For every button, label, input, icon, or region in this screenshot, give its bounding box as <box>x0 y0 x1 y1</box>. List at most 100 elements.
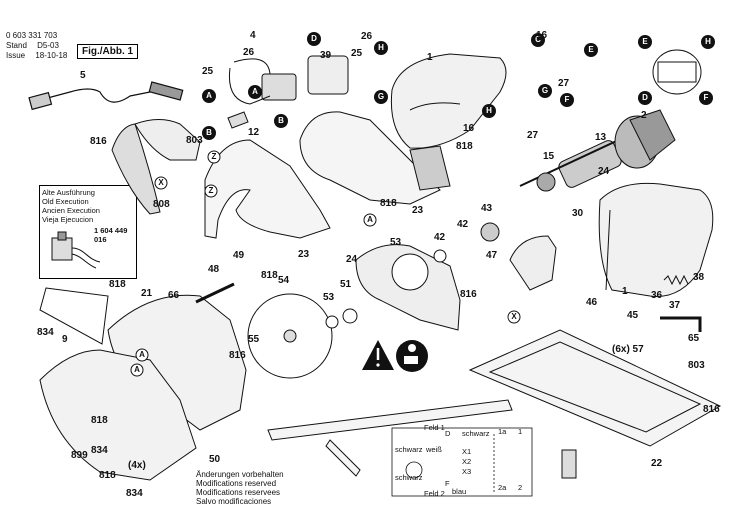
pn-26-b: 25 <box>351 48 363 59</box>
wiring-2a: 2a <box>498 483 507 492</box>
grease-tube <box>561 449 577 479</box>
note-es: Salvo modificaciones <box>196 497 272 506</box>
marker-X2: X <box>507 310 521 324</box>
pn-40: 45 <box>627 310 639 321</box>
svg-text:X: X <box>158 178 164 187</box>
callout-B1: B <box>202 126 216 140</box>
part-number-labels: 5 816 12 803 808 25 26 4 39 26 25 1 16 2… <box>37 30 720 499</box>
pn-55-b: 816 <box>703 404 720 415</box>
motor-housing-upper <box>390 53 507 149</box>
saw-blade <box>247 293 333 379</box>
pn-57-e: 818 <box>99 470 116 481</box>
pn-58: 899 <box>71 450 88 461</box>
callout-E2: E <box>638 35 652 49</box>
pn-9: 9 <box>62 334 68 345</box>
base-plate <box>468 329 722 447</box>
note-de: Änderungen vorbehalten <box>196 470 284 479</box>
wiring-schwarz-bottom: schwarz <box>395 473 423 482</box>
cable-clamp <box>227 111 249 129</box>
svg-text:D: D <box>311 34 317 43</box>
wiring-schwarz-left: schwarz <box>395 445 423 454</box>
pn-51-a: 816 <box>90 136 107 147</box>
pn-1-a: 1 <box>427 52 433 63</box>
pn-63: 803 <box>186 135 203 146</box>
callout-C1: C <box>531 33 545 47</box>
pn-64-c: 834 <box>126 488 143 499</box>
alt-line-1: Alte Ausführung <box>42 188 95 197</box>
svg-text:G: G <box>542 86 548 95</box>
alt-line-3: Ancien Execution <box>42 206 100 215</box>
alt-line-4: Vieja Ejecucion <box>42 215 94 224</box>
pn-44: 49 <box>233 250 245 261</box>
pn-23-a: 23 <box>412 205 424 216</box>
note-fr: Modifications reservees <box>196 488 281 497</box>
pn-21: 21 <box>141 288 153 299</box>
pn-57-b: 818 <box>380 198 397 209</box>
svg-text:C: C <box>535 35 541 44</box>
pn-37: 43 <box>481 203 493 214</box>
pn-45: 50 <box>209 454 221 465</box>
stand-row: Stand D5-03 <box>6 41 59 50</box>
wiring-1: 1 <box>518 427 522 436</box>
wiring-schwarz-top: schwarz <box>462 429 490 438</box>
wiring-feld2: Feld 2 <box>424 489 445 498</box>
pn-25: 24 <box>598 166 610 177</box>
pn-27-b: 26 <box>361 31 373 42</box>
stand-value: D5-03 <box>37 41 59 50</box>
pn-36: 42 <box>457 219 469 230</box>
pn-57-a: 818 <box>456 141 473 152</box>
svg-text:A: A <box>252 87 258 96</box>
callout-G2: G <box>538 84 552 98</box>
washer-46 <box>342 308 358 324</box>
pn-13: 13 <box>595 132 607 143</box>
wiring-f: F <box>445 479 450 488</box>
handle-half-right <box>299 111 451 205</box>
wiring-x2: X2 <box>462 457 471 466</box>
marker-A1: A <box>363 213 377 227</box>
pn-4: 4 <box>250 30 256 41</box>
svg-text:Z: Z <box>209 186 214 195</box>
motor-field <box>614 109 676 169</box>
wiring-1a: 1a <box>498 427 507 436</box>
pn-31: 37 <box>669 300 681 311</box>
gear-37 <box>480 222 500 242</box>
lower-guard <box>355 244 461 331</box>
pn-23-b: 23 <box>298 249 310 260</box>
modifications-note: Änderungen vorbehalten Modifications res… <box>196 470 284 506</box>
callout-D2: D <box>638 91 652 105</box>
pn-29: 30 <box>572 208 584 219</box>
pn-38: 42 <box>434 232 446 243</box>
svg-text:E: E <box>588 45 594 54</box>
svg-text:G: G <box>378 92 384 101</box>
wiring-d: D <box>445 429 451 438</box>
callout-D1: D <box>307 32 321 46</box>
marker-Z2: Z <box>204 184 218 198</box>
pn-57-c: 818 <box>261 270 278 281</box>
callout-G1: G <box>374 90 388 104</box>
pn-12: 12 <box>248 127 260 138</box>
svg-text:D: D <box>642 93 648 102</box>
washer-48 <box>325 315 339 329</box>
alt-part-number: 1 604 449 016 <box>94 226 128 244</box>
svg-text:B: B <box>278 116 284 125</box>
wiring-blau: blau <box>452 487 466 496</box>
pn-57-d: 818 <box>91 415 108 426</box>
svg-text:X: X <box>511 312 517 321</box>
svg-text:A: A <box>139 350 145 359</box>
pn-41: 46 <box>586 297 598 308</box>
pn-24: 24 <box>346 254 358 265</box>
switch-icon <box>51 231 101 269</box>
pn-65: (4x) <box>128 460 146 471</box>
wiring-weiss: weiß <box>425 445 442 454</box>
callout-H1: H <box>374 41 388 55</box>
svg-text:Z: Z <box>212 152 217 161</box>
parallel-guide <box>267 399 513 477</box>
switch-assembly <box>228 55 349 105</box>
callout-H3: H <box>701 35 715 49</box>
pn-2: 2 <box>641 110 647 121</box>
washer-38 <box>433 249 447 263</box>
doc-header: 0 603 331 703 Stand D5-03 Issue 18-10-18 <box>6 31 67 61</box>
pn-42: 47 <box>486 250 498 261</box>
pn-55-a: 816 <box>460 289 477 300</box>
